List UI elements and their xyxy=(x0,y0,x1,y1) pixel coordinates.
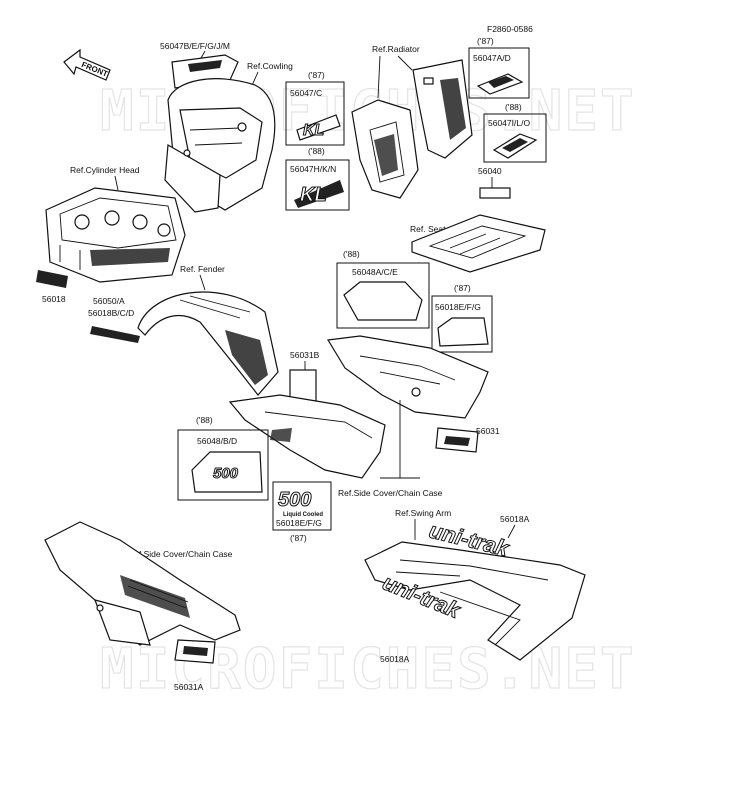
label-56047A: 56047A/D xyxy=(473,53,511,63)
label-ref-seat: Ref. Seat xyxy=(410,224,446,234)
label-56018A-b: 56018A xyxy=(380,654,410,664)
label-56031B: 56031B xyxy=(290,350,320,360)
label-56018B: 56018B/C/D xyxy=(88,308,134,318)
svg-text:500: 500 xyxy=(213,465,239,482)
label-56050: 56050/A xyxy=(93,296,125,306)
label-yr87-a: ('87) xyxy=(308,70,325,80)
label-yr87-c: ('87) xyxy=(454,283,471,293)
radiator-emblem-88 xyxy=(492,133,538,159)
svg-text:KL: KL xyxy=(300,184,327,206)
label-ref-side-cover-b: Ref.Side Cover/Chain Case xyxy=(128,549,233,559)
label-56031: 56031 xyxy=(476,426,500,436)
box-56018E-bottom xyxy=(272,481,332,531)
label-ref-cowling: Ref.Cowling xyxy=(247,61,293,71)
front-arrow-icon: FRONT xyxy=(63,48,111,81)
svg-text:500: 500 xyxy=(278,489,311,511)
label-yr88-d: ('88) xyxy=(196,415,213,425)
radiator-emblem-87 xyxy=(476,73,524,95)
label-56047B: 56047B/E/F/G/J/M xyxy=(160,41,230,51)
label-ref-fender: Ref. Fender xyxy=(180,264,225,274)
label-56047H: 56047H/K/N xyxy=(290,164,336,174)
box-56047I xyxy=(483,113,547,163)
badge-500-liquid-cooled: 500 Liquid Cooled xyxy=(278,489,324,519)
cowling-shape xyxy=(164,78,276,213)
label-ref-side-cover-a: Ref.Side Cover/Chain Case xyxy=(338,488,443,498)
label-yr87-d: ('87) xyxy=(290,533,307,543)
decal-56050 xyxy=(90,326,140,343)
side-cover-right xyxy=(327,335,489,419)
part-56040-pad xyxy=(479,187,511,199)
kl-emblem-large: KL xyxy=(294,180,344,208)
label-56040: 56040 xyxy=(478,166,502,176)
label-yr88-a: ('88) xyxy=(308,146,325,156)
box-56018E-top xyxy=(431,295,493,353)
decal-56018 xyxy=(36,270,68,288)
svg-text:Liquid Cooled: Liquid Cooled xyxy=(283,512,323,518)
svg-text:KL: KL xyxy=(303,122,324,139)
decal-56048B-500: 500 xyxy=(191,451,263,493)
side-cover-left xyxy=(228,394,386,479)
label-ref-swing-arm: Ref.Swing Arm xyxy=(395,508,451,518)
label-56031A: 56031A xyxy=(174,682,204,692)
label-56018E-a: 56018E/F/G xyxy=(435,302,481,312)
chain-case xyxy=(44,521,241,646)
label-56018A-a: 56018A xyxy=(500,514,530,524)
cylinder-head xyxy=(45,187,186,283)
diagram-id: F2860-0586 xyxy=(487,24,533,34)
label-56047C: 56047/C xyxy=(290,88,322,98)
label-yr88-c: ('88) xyxy=(343,249,360,259)
label-56018E-b: 56018E/F/G xyxy=(276,518,322,528)
box-56047H xyxy=(285,159,350,211)
box-56048A xyxy=(336,262,430,329)
label-56048B: 56048/B/D xyxy=(197,436,237,446)
box-56048B xyxy=(177,429,269,501)
label-yr87-b: ('87) xyxy=(477,36,494,46)
label-ref-cylinder-head: Ref.Cylinder Head xyxy=(70,165,140,175)
decal-56031 xyxy=(435,427,479,453)
decal-56018E-top xyxy=(437,317,489,347)
label-56047I: 56047I/L/O xyxy=(488,118,530,128)
label-56018: 56018 xyxy=(42,294,66,304)
radiator-shroud-left xyxy=(351,99,419,199)
label-yr88-b: ('88) xyxy=(505,102,522,112)
decal-56031A xyxy=(174,639,216,664)
front-fender xyxy=(137,291,279,396)
kl-emblem-small: KL xyxy=(296,114,341,141)
radiator-shroud-right xyxy=(412,59,473,159)
box-56047A xyxy=(468,47,530,99)
label-ref-radiator: Ref.Radiator xyxy=(372,44,420,54)
box-56047C xyxy=(285,81,345,146)
decal-56048A xyxy=(343,281,423,321)
label-56048A: 56048A/C/E xyxy=(352,267,398,277)
swing-arm xyxy=(364,541,586,661)
seat-base xyxy=(411,214,546,273)
